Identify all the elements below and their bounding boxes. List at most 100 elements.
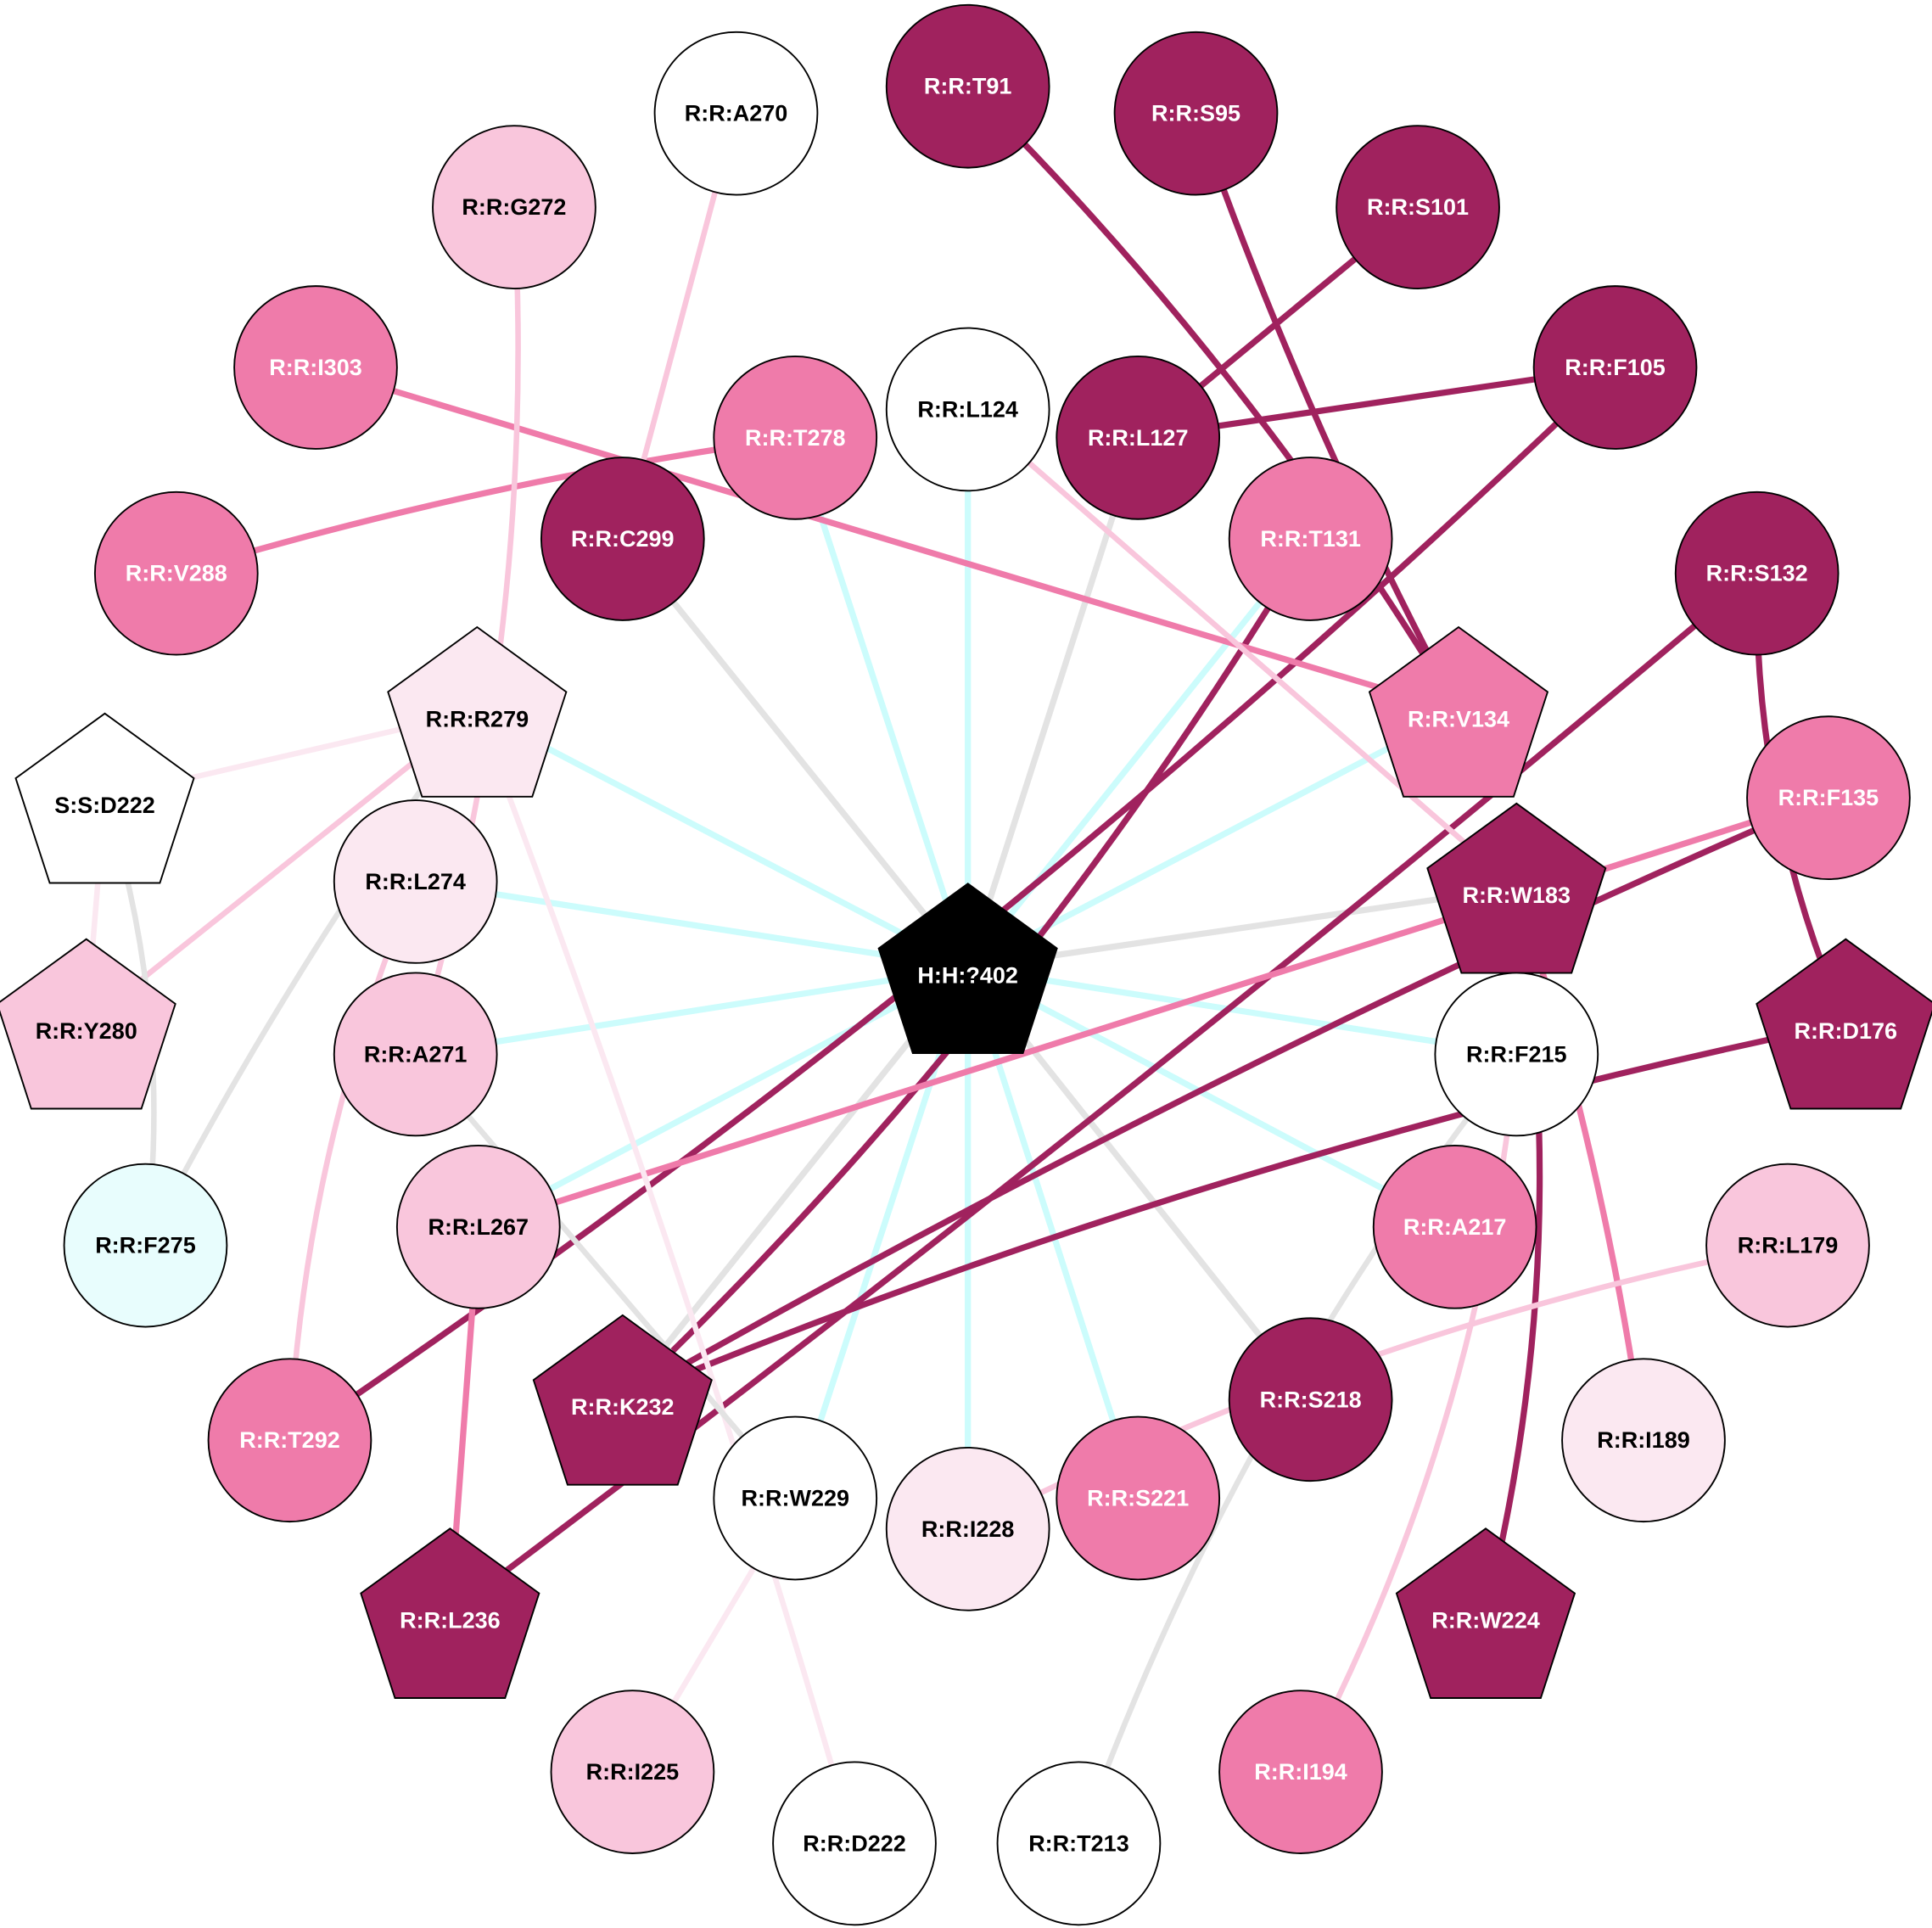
node-circle-shape (1372, 1144, 1537, 1309)
node-label: R:R:L179 (1738, 1233, 1839, 1258)
node-circle-shape (1674, 490, 1840, 656)
node-r-r-i303[interactable]: R:R:I303 (233, 285, 398, 450)
node-circle-shape (885, 327, 1050, 492)
node-r-r-l236[interactable]: R:R:L236 (360, 1527, 540, 1699)
node-r-r-s95[interactable]: R:R:S95 (1113, 31, 1279, 196)
node-r-r-i194[interactable]: R:R:I194 (1218, 1690, 1383, 1854)
node-r-r-l127[interactable]: R:R:L127 (1056, 355, 1221, 520)
node-s-s-d222[interactable]: S:S:D222 (14, 712, 195, 884)
node-r-r-a270[interactable]: R:R:A270 (653, 31, 819, 196)
node-label: R:R:D222 (803, 1830, 906, 1856)
node-circle-shape (1228, 1317, 1393, 1482)
node-label: R:R:L124 (917, 396, 1018, 422)
edge-h-h-402-to-r-r-l274 (412, 878, 972, 972)
edge-r-r-t91-to-r-r-v134 (965, 83, 1462, 715)
node-r-r-l274[interactable]: R:R:L274 (333, 799, 498, 964)
node-r-r-d176[interactable]: R:R:D176 (1756, 938, 1932, 1110)
node-label: R:R:I194 (1254, 1759, 1347, 1785)
node-r-r-s101[interactable]: R:R:S101 (1336, 125, 1500, 289)
node-r-r-t292[interactable]: R:R:T292 (207, 1358, 372, 1523)
node-r-r-a271[interactable]: R:R:A271 (333, 972, 498, 1137)
node-r-r-v134[interactable]: R:R:V134 (1368, 625, 1549, 798)
node-circle-shape (395, 1144, 561, 1309)
node-label: R:R:V288 (126, 561, 227, 586)
node-label: R:R:T91 (924, 74, 1012, 99)
node-label: R:R:I228 (921, 1516, 1015, 1542)
node-circle-shape (63, 1163, 228, 1328)
node-label: R:R:K232 (571, 1394, 675, 1420)
node-r-r-t91[interactable]: R:R:T91 (885, 3, 1050, 169)
node-label: R:R:W183 (1463, 883, 1571, 908)
edge-h-h-402-to-r-r-l267 (475, 965, 972, 1230)
node-label: R:R:T213 (1028, 1830, 1129, 1856)
node-label: R:R:S218 (1260, 1387, 1362, 1412)
node-label: S:S:D222 (54, 793, 155, 818)
node-label: R:R:S95 (1151, 101, 1240, 126)
node-r-r-s132[interactable]: R:R:S132 (1674, 490, 1840, 656)
node-circle-shape (772, 1761, 937, 1926)
node-r-r-d222[interactable]: R:R:D222 (772, 1761, 937, 1926)
node-r-r-r279[interactable]: R:R:R279 (387, 625, 568, 798)
node-pentagon-shape (1368, 625, 1549, 798)
node-r-r-t213[interactable]: R:R:T213 (996, 1761, 1162, 1926)
edge-r-r-l274-to-r-r-t292 (287, 878, 418, 1443)
node-circle-shape (1434, 972, 1599, 1137)
node-circle-shape (1056, 1415, 1221, 1581)
node-circle-shape (1218, 1690, 1383, 1854)
node-circle-shape (550, 1690, 715, 1854)
node-r-r-i189[interactable]: R:R:I189 (1561, 1358, 1726, 1523)
edge-r-r-f135-to-r-r-k232 (619, 794, 1832, 1403)
node-label: R:R:F215 (1466, 1041, 1567, 1067)
node-r-r-l124[interactable]: R:R:L124 (885, 327, 1050, 492)
node-circle-shape (653, 31, 819, 196)
node-r-r-l267[interactable]: R:R:L267 (395, 1144, 561, 1309)
node-r-r-a217[interactable]: R:R:A217 (1372, 1144, 1537, 1309)
node-r-r-i228[interactable]: R:R:I228 (885, 1446, 1050, 1611)
edge-r-r-i303-to-r-r-v134 (312, 364, 1462, 715)
node-circle-shape (1336, 125, 1500, 289)
node-r-r-s221[interactable]: R:R:S221 (1056, 1415, 1221, 1581)
node-label: R:R:T292 (239, 1427, 340, 1453)
node-label: R:R:I189 (1597, 1427, 1690, 1453)
node-r-r-l179[interactable]: R:R:L179 (1705, 1163, 1870, 1328)
node-label: R:R:S221 (1087, 1486, 1189, 1511)
node-circle-shape (1746, 715, 1911, 881)
node-circle-shape (885, 3, 1050, 169)
node-circle-shape (233, 285, 398, 450)
node-label: R:R:T278 (745, 425, 846, 451)
node-h-h-402[interactable]: H:H:?402 (877, 883, 1058, 1055)
node-r-r-t278[interactable]: R:R:T278 (713, 355, 878, 520)
node-r-r-f135[interactable]: R:R:F135 (1746, 715, 1911, 881)
node-r-r-w183[interactable]: R:R:W183 (1426, 802, 1607, 974)
edge-h-h-402-to-r-r-w183 (965, 884, 1520, 972)
node-circle-shape (1056, 355, 1221, 520)
node-r-r-s218[interactable]: R:R:S218 (1228, 1317, 1393, 1482)
node-circle-shape (333, 972, 498, 1137)
node-label: R:R:S132 (1706, 561, 1808, 586)
node-r-r-y280[interactable]: R:R:Y280 (0, 938, 176, 1110)
node-r-r-w224[interactable]: R:R:W224 (1395, 1527, 1576, 1699)
node-r-r-w229[interactable]: R:R:W229 (713, 1415, 878, 1581)
edge-h-h-402-to-r-r-a217 (965, 965, 1459, 1230)
node-label: R:R:L274 (365, 869, 466, 894)
node-r-r-v288[interactable]: R:R:V288 (93, 490, 259, 656)
node-r-r-f215[interactable]: R:R:F215 (1434, 972, 1599, 1137)
node-r-r-f105[interactable]: R:R:F105 (1532, 285, 1698, 450)
node-label: R:R:W229 (741, 1486, 849, 1511)
node-circle-shape (713, 355, 878, 520)
node-r-r-t131[interactable]: R:R:T131 (1228, 457, 1393, 621)
node-r-r-g272[interactable]: R:R:G272 (432, 125, 596, 289)
node-pentagon-shape (1395, 1527, 1576, 1699)
node-r-r-k232[interactable]: R:R:K232 (532, 1314, 713, 1486)
edge-h-h-402-to-r-r-f215 (965, 965, 1520, 1058)
node-label: R:R:D176 (1795, 1018, 1898, 1044)
node-circle-shape (333, 799, 498, 964)
edge-h-h-402-to-r-r-l127 (965, 434, 1141, 972)
node-r-r-f275[interactable]: R:R:F275 (63, 1163, 228, 1328)
node-r-r-c299[interactable]: R:R:C299 (540, 457, 705, 621)
node-label: R:R:A270 (685, 101, 788, 126)
node-label: R:R:A271 (364, 1041, 468, 1067)
node-r-r-i225[interactable]: R:R:I225 (550, 1690, 715, 1854)
node-label: R:R:G272 (462, 194, 566, 220)
